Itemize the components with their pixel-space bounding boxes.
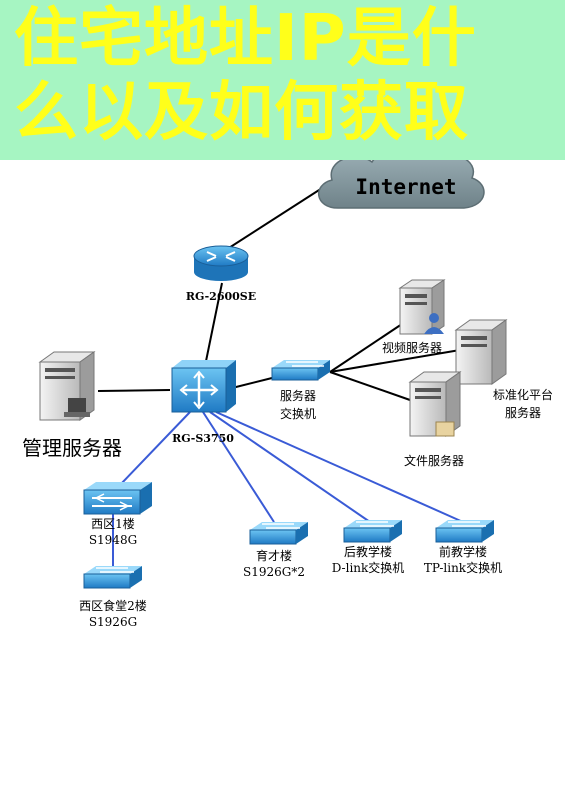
front-teaching-label-1: 前教学楼: [439, 544, 487, 559]
server-icon: [454, 319, 508, 385]
link-core-back: [209, 411, 371, 523]
link-core-serverswitch: [231, 377, 273, 389]
file-server-node: 文件服务器: [404, 371, 464, 468]
server-switch-label-1: 服务器: [280, 388, 316, 403]
yucai-label-2: S1926G*2: [243, 565, 305, 579]
internet-label: Internet: [355, 175, 456, 199]
core-switch-label: RG-S3750: [172, 432, 234, 445]
core-switch-icon: [171, 360, 236, 413]
switch-icon: [435, 520, 494, 543]
west-building-1-node: 西区1楼 S1948G: [83, 482, 152, 547]
server-switch-label-2: 交换机: [280, 406, 316, 421]
cloud-icon: [317, 160, 485, 209]
west-canteen-2-label-1: 西区食堂2楼: [79, 598, 147, 613]
back-teaching-label-2: D-link交换机: [332, 560, 405, 575]
switch-icon: [343, 520, 402, 543]
mgmt-server-node: 管理服务器: [22, 351, 122, 460]
link-router-internet: [217, 182, 331, 256]
switch-icon: [249, 522, 308, 545]
core-switch-node: RG-S3750: [171, 360, 236, 445]
west-building-1-label-1: 西区1楼: [91, 516, 135, 531]
west-building-1-label-2: S1948G: [89, 533, 137, 547]
std-platform-label-2: 服务器: [505, 405, 541, 420]
video-server-label: 视频服务器: [382, 340, 442, 355]
router-icon: [193, 245, 249, 281]
router-label: RG-2600SE: [186, 290, 256, 303]
link-core-west1: [119, 411, 191, 486]
mgmt-server-label: 管理服务器: [22, 436, 122, 460]
link-serverswitch-std: [329, 349, 461, 373]
server-icon: [398, 279, 446, 335]
yucai-label-1: 育才楼: [256, 548, 292, 563]
server-switch-node: 服务器 交换机: [271, 360, 330, 421]
server-icon: [408, 371, 462, 437]
west-canteen-2-node: 西区食堂2楼 S1926G: [79, 566, 147, 629]
user-icon: [424, 313, 444, 334]
switch-icon: [83, 482, 152, 515]
file-server-label: 文件服务器: [404, 453, 464, 468]
back-teaching-building-node: 后教学楼 D-link交换机: [332, 520, 405, 575]
title-banner: 住宅地址IP是什 么以及如何获取: [0, 0, 565, 160]
internet-cloud: Internet: [317, 160, 485, 209]
folder-icon: [435, 421, 455, 437]
link-serverswitch-video: [329, 319, 409, 373]
network-diagram: Internet RG-2600SE RG-S3750 服务器 交: [22, 160, 553, 629]
link-router-core: [204, 282, 223, 367]
workstation-icon: [64, 398, 90, 417]
link-mgmt-core: [97, 389, 171, 392]
back-teaching-label-1: 后教学楼: [344, 544, 392, 559]
std-platform-server-node: 标准化平台 服务器: [454, 319, 553, 420]
video-server-node: 视频服务器: [382, 279, 446, 355]
router-node: RG-2600SE: [186, 245, 256, 303]
blue-links: [112, 411, 464, 570]
link-core-front: [215, 411, 464, 523]
front-teaching-label-2: TP-link交换机: [424, 560, 502, 575]
west-canteen-2-label-2: S1926G: [89, 615, 137, 629]
server-switch-icon: [271, 360, 330, 381]
switch-icon: [83, 566, 142, 589]
std-platform-label-1: 标准化平台: [493, 387, 553, 402]
link-core-yucai: [202, 411, 275, 523]
page-title-line-2: 么以及如何获取: [14, 76, 469, 150]
front-teaching-building-node: 前教学楼 TP-link交换机: [424, 520, 502, 575]
black-links: [97, 182, 461, 401]
link-serverswitch-file: [329, 371, 411, 401]
page-title-line-1: 住宅地址IP是什: [14, 2, 477, 76]
yucai-building-node: 育才楼 S1926G*2: [243, 522, 308, 579]
